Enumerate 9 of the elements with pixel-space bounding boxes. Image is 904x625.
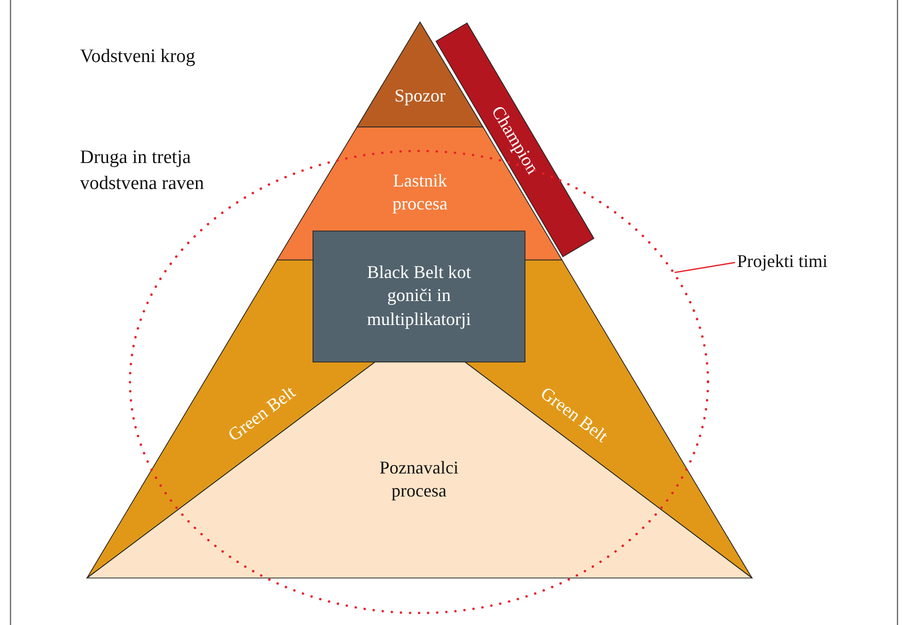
tier-label: Green Belt bbox=[223, 380, 300, 448]
side-label: Vodstveni krog bbox=[80, 45, 196, 69]
tier-label: Poznavalci procesa bbox=[378, 456, 460, 503]
leader-line bbox=[674, 262, 736, 274]
side-label: Druga in tretja vodstvena raven bbox=[80, 146, 205, 196]
callout-label: Projekti timi bbox=[737, 251, 828, 271]
tier-label: Lastnik procesa bbox=[392, 170, 448, 216]
role-label: Black Belt kot goniči in multiplikatorji bbox=[366, 260, 472, 331]
tier-label: Spozor bbox=[394, 84, 446, 108]
